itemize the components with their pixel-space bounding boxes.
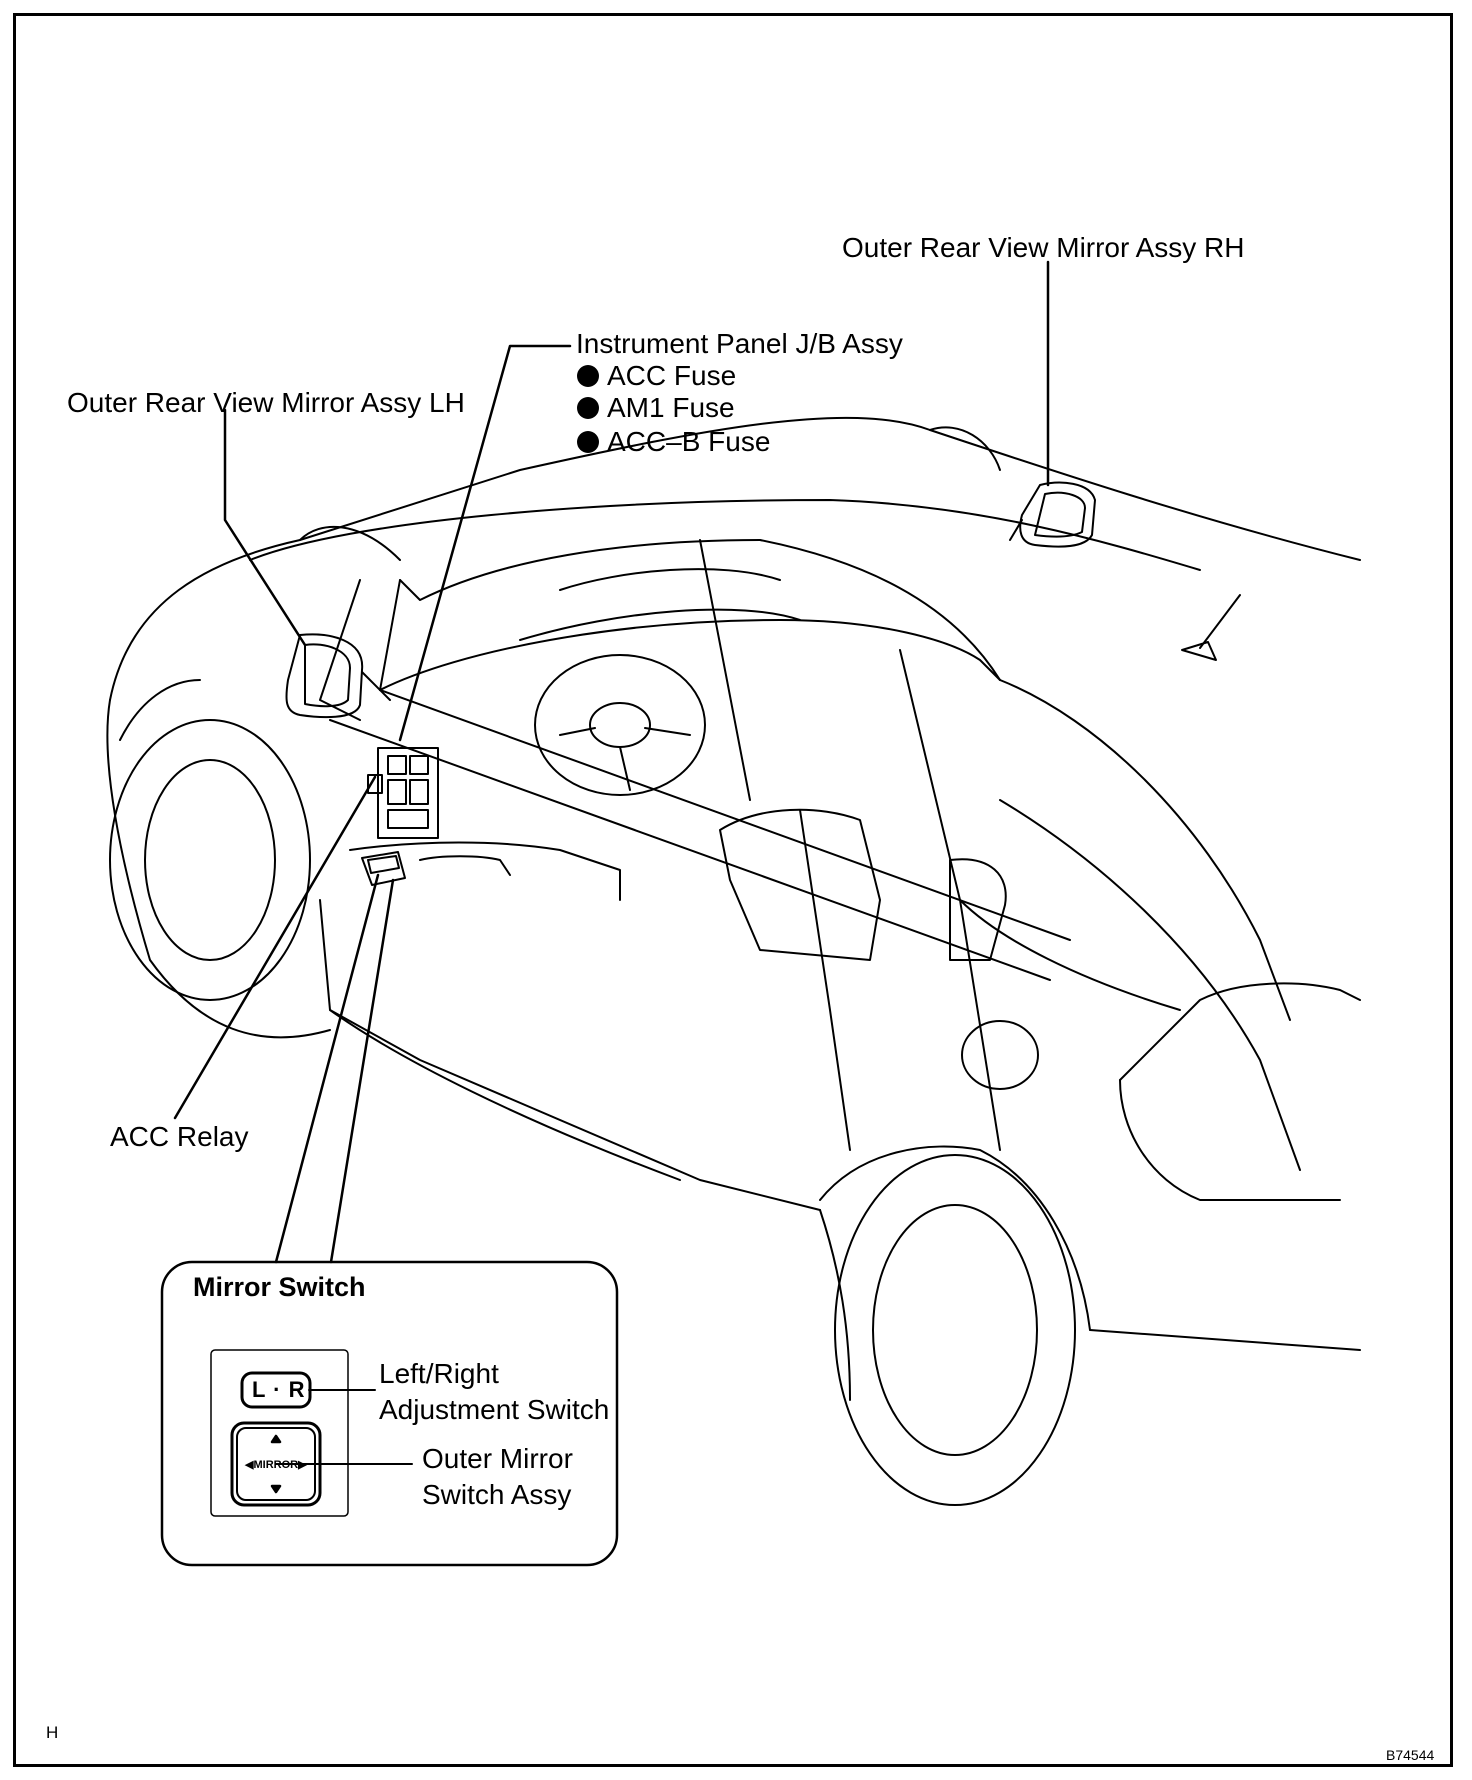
jb-box bbox=[367, 747, 439, 839]
leader-switch-b bbox=[329, 878, 395, 1264]
leader-switch-a bbox=[274, 873, 380, 1264]
bullet-icon bbox=[577, 397, 599, 419]
antenna bbox=[1181, 594, 1241, 661]
steering-wheel bbox=[534, 654, 706, 796]
label-outer-line2: Switch Assy bbox=[422, 1479, 572, 1510]
label-mirror-lh: Outer Rear View Mirror Assy LH bbox=[67, 387, 465, 418]
fuse-acc-label: ACC Fuse bbox=[607, 360, 737, 391]
bullet-icon bbox=[577, 431, 599, 453]
fuse-am1-label: AM1 Fuse bbox=[607, 392, 735, 423]
leader-acc-relay bbox=[173, 775, 377, 1120]
inset-title: Mirror Switch bbox=[193, 1272, 366, 1302]
mirror-word: MIRROR bbox=[253, 1459, 299, 1471]
figure-frame bbox=[13, 13, 1453, 1767]
car-body-outline bbox=[109, 416, 1361, 701]
rear-wheel bbox=[834, 1154, 1076, 1506]
fuse-item: ACC–B Fuse bbox=[577, 426, 770, 458]
label-lr-line1: Left/Right bbox=[379, 1358, 499, 1389]
fuse-accb-label: ACC–B Fuse bbox=[607, 426, 771, 457]
front-wheel bbox=[109, 719, 311, 1001]
door-switch bbox=[361, 851, 406, 886]
leader-mirror-lh bbox=[223, 408, 307, 647]
leader-jb bbox=[398, 344, 572, 742]
corner-left-code: H bbox=[46, 1723, 59, 1742]
left-mirror bbox=[285, 633, 364, 719]
label-outer-line1: Outer Mirror bbox=[422, 1443, 573, 1474]
label-jb-assy: Instrument Panel J/B Assy bbox=[576, 328, 903, 359]
dashboard-outline bbox=[379, 619, 1001, 691]
fuse-item: ACC Fuse bbox=[577, 360, 736, 392]
mirror-switch-text: ◀MIRROR▶ bbox=[245, 1459, 307, 1471]
mirror-switch-inset bbox=[160, 1260, 619, 1567]
lr-switch-text: L · R bbox=[252, 1377, 306, 1402]
label-lr-line2: Adjustment Switch bbox=[379, 1394, 610, 1425]
driver-seat bbox=[719, 808, 881, 961]
bullet-icon bbox=[577, 365, 599, 387]
leader-lines bbox=[173, 260, 1050, 1264]
figure-id: B74544 bbox=[1386, 1747, 1435, 1763]
fuse-item: AM1 Fuse bbox=[577, 392, 735, 424]
right-mirror bbox=[1019, 481, 1096, 548]
label-acc-relay: ACC Relay bbox=[110, 1121, 249, 1152]
label-mirror-rh: Outer Rear View Mirror Assy RH bbox=[842, 232, 1245, 263]
